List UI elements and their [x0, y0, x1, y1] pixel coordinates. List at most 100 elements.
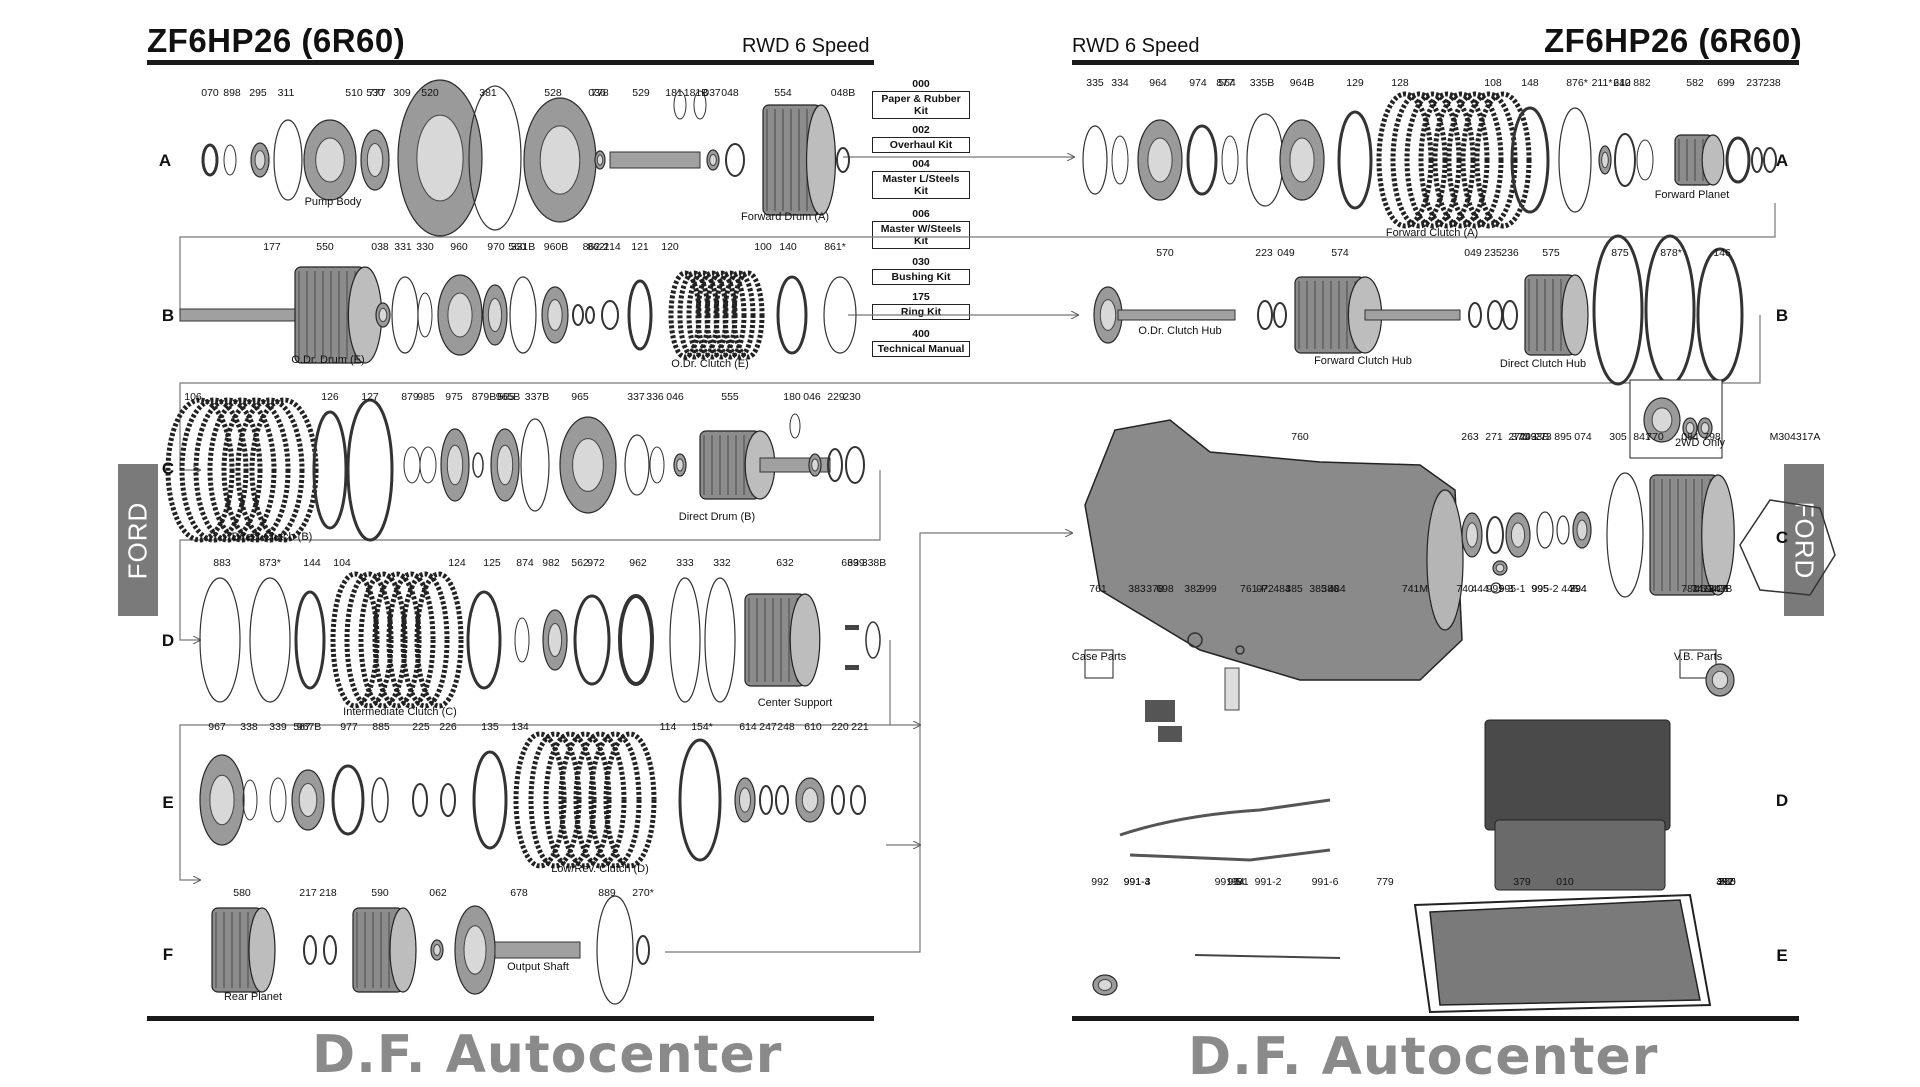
pn-right-d-11: 385	[1309, 583, 1327, 595]
pin-639	[845, 625, 859, 630]
intermediate-clutch-plate	[330, 571, 380, 709]
pn-right-b-10: 146	[1713, 247, 1731, 259]
plug-493-hub	[1495, 563, 1505, 573]
forward-planet-face	[1701, 134, 1725, 186]
odr-clutch-plate	[731, 270, 765, 360]
label-odr-clutch-hub: O.Dr. Clutch Hub	[1138, 325, 1221, 337]
row-letter-right-D: D	[1776, 791, 1788, 810]
pn-left-f-0: 580	[233, 887, 251, 899]
label-center-support: Center Support	[758, 697, 833, 709]
pn-right-d-19: 347B	[1708, 583, 1733, 595]
pn-right-c-9: 273	[1534, 431, 1552, 443]
label-forward-drum: Forward Drum (A)	[741, 211, 829, 223]
pn-left-a-18: 309	[393, 87, 411, 99]
odr-clutch-plate	[713, 270, 747, 360]
pn-right-d-23: 741	[1691, 583, 1709, 595]
pn-left-d-5: 125	[483, 557, 501, 569]
spring-975-hub	[446, 444, 464, 486]
pn-right-d-15: 394	[1569, 583, 1587, 595]
ring-338b	[865, 621, 881, 659]
pn-left-a-6: 520	[421, 87, 439, 99]
label-forward-planet: Forward Planet	[1655, 189, 1730, 201]
pn-right-a-0: 335	[1086, 77, 1104, 89]
ring-699	[1725, 136, 1751, 184]
pn-left-c-14: 555	[721, 391, 739, 403]
ring-371	[1490, 582, 1502, 594]
ring-070	[201, 143, 219, 177]
ring-877	[1221, 135, 1239, 185]
ring-873	[249, 577, 291, 703]
pn-right-a-16: 882	[1633, 77, 1651, 89]
part-530-hub	[366, 143, 384, 177]
odr-clutch-plate	[668, 270, 702, 360]
ring-229	[827, 448, 843, 482]
extension-housing-770-face	[1701, 474, 1735, 596]
pn-left-e-7: 225	[412, 721, 430, 733]
pn-right-a-3: 964	[1149, 77, 1167, 89]
row-letter-right-B: B	[1776, 306, 1788, 325]
part-211-hub	[1601, 151, 1609, 169]
row-letter-left-B: B	[162, 306, 174, 325]
pn-right-a-5: 877	[1216, 77, 1234, 89]
pn-right-d-6: 761-P	[1240, 583, 1268, 595]
ring-270	[636, 935, 650, 965]
pn-right-d-24: 999	[1199, 583, 1217, 595]
ring-146	[1696, 247, 1744, 383]
pn-left-a-13: 037	[703, 87, 721, 99]
pn-left-d-11: 333	[676, 557, 694, 569]
ring-336	[649, 446, 665, 484]
pn-right-b-4: 049	[1464, 247, 1482, 259]
pn-left-a-14: 048	[721, 87, 739, 99]
case-bore	[1426, 489, 1464, 631]
label-vb-parts: V.B. Parts	[1674, 651, 1723, 663]
pn-right-b-9: 878*	[1660, 247, 1682, 259]
pn-right-e-14: 492	[1716, 876, 1734, 888]
forward-clutch-plate	[1376, 91, 1434, 229]
ring-gear-590-face	[389, 907, 417, 993]
ring-238	[1763, 147, 1777, 173]
pn-right-d-3: 382	[1184, 583, 1202, 595]
pn-left-f-1: 217	[299, 887, 317, 899]
left-bottom-rule	[147, 1016, 874, 1021]
pn-left-c-12: 336	[646, 391, 664, 403]
pn-right-a-7: 964B	[1290, 77, 1315, 89]
ring-223	[1257, 300, 1273, 330]
pn-right-c-1: 841	[1633, 431, 1651, 443]
kit-002-code: 002	[912, 124, 930, 136]
kit-175-code: 175	[912, 291, 930, 303]
pn-left-e-11: 114	[660, 721, 677, 733]
ring-181	[673, 90, 687, 120]
pn-left-d-9: 972	[587, 557, 605, 569]
direct-clutch-hub-face	[1561, 274, 1589, 356]
ring-331b	[509, 276, 537, 354]
pn-left-d-2: 144	[303, 557, 321, 569]
ring-121	[627, 279, 653, 351]
ring-235	[1487, 300, 1503, 330]
direct-clutch-plate	[221, 397, 291, 543]
ring-861	[823, 276, 857, 354]
pn-left-b-16: 140	[779, 241, 797, 253]
transmission-case	[1084, 419, 1463, 681]
pn-right-d-10: 386	[1321, 583, 1339, 595]
part-263-hub	[1466, 522, 1478, 548]
ring-331	[391, 276, 419, 354]
pn-left-d-14: 338B	[862, 557, 887, 569]
pn-right-b-6: 236	[1501, 247, 1519, 259]
low-rev-clutch-plate	[513, 731, 567, 869]
pn-left-a-12: 181B	[684, 87, 709, 99]
pn-left-d-15: 639	[847, 557, 865, 569]
ring-154	[678, 738, 722, 862]
ring-226	[440, 783, 456, 817]
pn-left-d-0: 883	[213, 557, 231, 569]
pn-right-a-11: 148	[1521, 77, 1539, 89]
pn-left-f-5: 678	[510, 887, 528, 899]
ring-144	[294, 590, 326, 690]
piston-964-hub	[1147, 137, 1173, 183]
piston-982-hub	[547, 623, 563, 657]
spring-974	[1186, 124, 1218, 196]
ring-129	[1337, 110, 1373, 210]
pn-right-d-20: 347	[1709, 583, 1727, 595]
pn-right-e-9: 010	[1556, 876, 1574, 888]
part-037-hub	[709, 154, 717, 166]
